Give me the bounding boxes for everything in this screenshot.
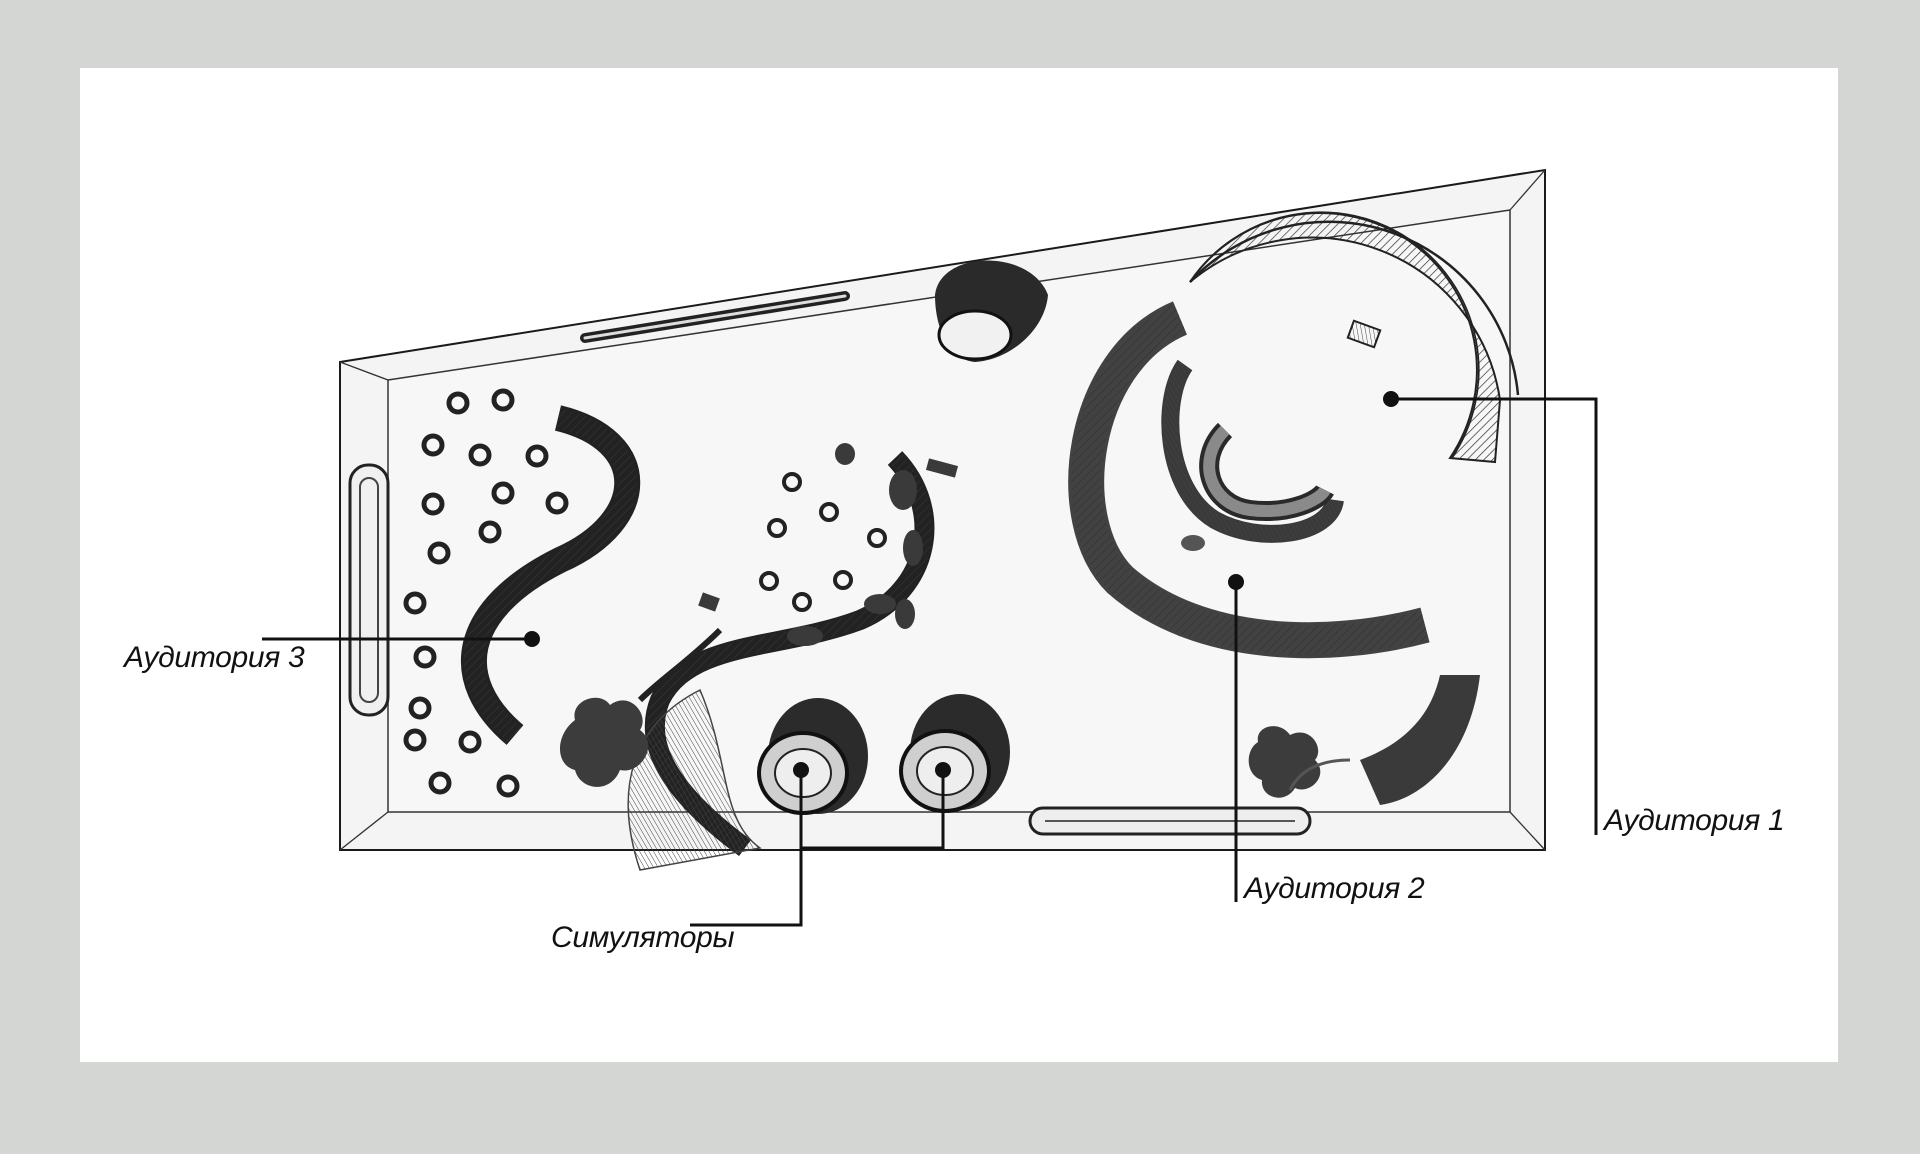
stools-center bbox=[759, 472, 887, 612]
auditorium-2-seating bbox=[1068, 301, 1430, 659]
anchor-dot-auditorium-3 bbox=[524, 631, 540, 647]
stools-auditorium-3 bbox=[403, 388, 569, 798]
leader-line-simulator-right bbox=[801, 770, 945, 850]
anchor-dots bbox=[524, 391, 1399, 778]
leader-lines bbox=[262, 397, 1598, 927]
label-auditorium-1: Аудитория 1 bbox=[1604, 804, 1785, 837]
label-auditorium-3: Аудитория 3 bbox=[124, 641, 305, 674]
central-bench bbox=[627, 443, 959, 871]
leader-line-auditorium-1 bbox=[1391, 397, 1598, 835]
anchor-dot-auditorium-2 bbox=[1228, 574, 1244, 590]
auditorium-3-seating bbox=[403, 388, 641, 798]
room-outline bbox=[339, 168, 1546, 851]
label-simulators: Симуляторы bbox=[551, 921, 735, 954]
simulator-pod-top bbox=[935, 260, 1048, 362]
label-auditorium-2: Аудитория 2 bbox=[1244, 872, 1425, 905]
anchor-dot-auditorium-1 bbox=[1383, 391, 1399, 407]
plants-and-decor bbox=[560, 319, 1480, 805]
wall-fixtures bbox=[348, 291, 1312, 836]
anchor-dot-simulator-left bbox=[793, 762, 809, 778]
auditorium-1-seating bbox=[1189, 211, 1520, 464]
anchor-dot-simulator-right bbox=[935, 762, 951, 778]
leader-line-simulator-left bbox=[690, 770, 803, 927]
